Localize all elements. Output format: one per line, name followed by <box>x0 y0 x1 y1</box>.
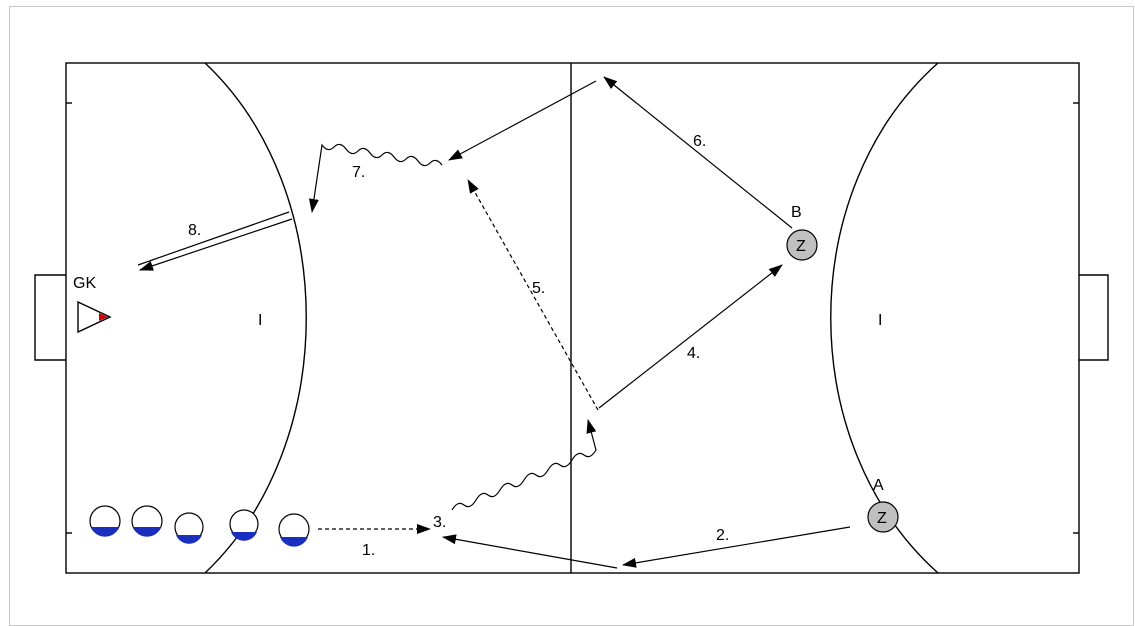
player-b: Z <box>786 229 818 261</box>
field-boundary <box>65 62 1080 574</box>
arrow-step-4 <box>598 264 783 409</box>
step-2-label: 2. <box>716 527 729 544</box>
step-8-label: 8. <box>188 222 201 239</box>
player-b-cone-letter: Z <box>796 238 806 255</box>
player-a: Z <box>867 501 899 533</box>
arrow-step-6 <box>603 76 793 229</box>
right-goal <box>1079 274 1109 361</box>
goalkeeper-label: GK <box>73 275 96 292</box>
step-1-label: 1. <box>362 542 375 559</box>
goalkeeper-facing-mark <box>99 313 108 321</box>
arrow-step-7 <box>308 143 443 213</box>
left-zone-mark: I <box>258 312 262 329</box>
arrow-step-2 <box>622 526 851 568</box>
player-b-label: B <box>791 204 802 221</box>
queued-player <box>278 513 310 547</box>
arrow-step-3 <box>451 419 597 511</box>
step-3-label: 3. <box>433 514 446 531</box>
arrow-step-5 <box>467 179 599 411</box>
right-goal-area-arc <box>830 62 939 574</box>
right-zone-mark: I <box>878 312 882 329</box>
step-4-label: 4. <box>687 345 700 362</box>
arrow-step-6-continued <box>448 80 597 161</box>
left-goal <box>34 274 66 361</box>
step-5-label: 5. <box>532 280 545 297</box>
arrow-step-2-continued <box>442 534 618 569</box>
queued-player <box>131 505 163 537</box>
queued-player <box>174 512 204 544</box>
step-6-label: 6. <box>693 133 706 150</box>
queued-player <box>229 509 259 541</box>
arrow-step-8 <box>137 211 290 266</box>
player-a-label: A <box>873 477 884 494</box>
step-7-label: 7. <box>352 164 365 181</box>
goalkeeper-marker <box>77 300 112 334</box>
player-a-cone-letter: Z <box>877 510 887 527</box>
field <box>34 62 1109 574</box>
queued-player <box>89 505 121 537</box>
left-goal-area-arc <box>204 62 307 574</box>
goalkeeper-triangle <box>77 300 112 334</box>
arrow-step-8-second-line <box>139 218 293 271</box>
player-queue <box>89 505 310 547</box>
